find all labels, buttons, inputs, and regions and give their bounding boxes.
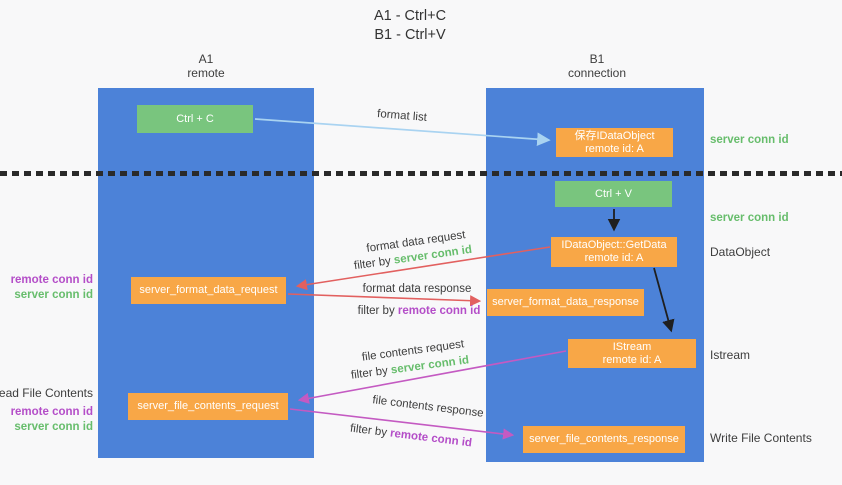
edge-label-filter-by-remote-conn-id-1: filter by remote conn id — [358, 305, 481, 317]
node-server-format-data-response: server_format_data_response — [487, 289, 644, 316]
node-istream: IStream remote id: A — [568, 339, 696, 368]
edge-label-format-list: format list — [376, 108, 428, 124]
ctrl-v-label: Ctrl + V — [595, 187, 632, 200]
remote-conn-id-label: remote conn id — [10, 406, 93, 418]
node-server-file-contents-response: server_file_contents_response — [523, 426, 685, 453]
server-conn-id-label: server conn id — [14, 421, 93, 433]
ctrl-c-label: Ctrl + C — [176, 112, 214, 125]
lane-a1-role: remote — [187, 66, 225, 80]
save-idataobject-remote-id: remote id: A — [585, 142, 644, 155]
write-file-contents-label: Write File Contents — [710, 431, 812, 445]
filter-by-text: filter by — [353, 255, 392, 273]
server-file-contents-response-label: server_file_contents_response — [529, 433, 679, 445]
filter-by-text: filter by — [350, 364, 389, 382]
server-format-data-request-label: server_format_data_request — [139, 284, 278, 296]
node-server-format-data-request: server_format_data_request — [131, 277, 286, 304]
left-conn-id-labels-format: remote conn id server conn id — [11, 273, 93, 303]
edge-label-file-contents-response: file contents response — [371, 394, 485, 420]
istream-remote-id: remote id: A — [602, 353, 662, 366]
lane-header-b1: B1 connection — [527, 52, 667, 80]
title-line-1: A1 - Ctrl+C — [373, 8, 447, 24]
left-conn-id-labels-file: remote conn id server conn id — [11, 405, 93, 435]
istream-label: IStream — [612, 340, 652, 353]
node-server-file-contents-request: server_file_contents_request — [128, 393, 288, 420]
edge-label-filter-by-remote-conn-id-2: filter by remote conn id — [349, 423, 472, 450]
save-idataobject-label: 保存IDataObject — [574, 129, 655, 142]
server-file-contents-request-label: server_file_contents_request — [137, 400, 279, 412]
getdata-label: IDataObject::GetData — [561, 239, 667, 251]
lane-b1-role: connection — [567, 66, 627, 80]
server-format-data-response-label: server_format_data_response — [492, 296, 639, 308]
node-idataobject-getdata: IDataObject::GetData remote id: A — [551, 237, 677, 267]
title-line-2: B1 - Ctrl+V — [374, 27, 446, 43]
format-data-response-arrow — [287, 293, 482, 307]
remote-conn-id-text: remote conn id — [389, 427, 473, 450]
server-conn-id-label-top: server conn id — [710, 134, 789, 146]
diagram-title: A1 - Ctrl+C B1 - Ctrl+V — [300, 7, 520, 45]
read-file-contents-label: Read File Contents — [0, 386, 93, 400]
edge-label-format-data-response: format data response — [362, 283, 472, 295]
dataobject-label: DataObject — [710, 245, 771, 259]
node-ctrl-c: Ctrl + C — [137, 105, 253, 133]
node-save-idataobject: 保存IDataObject remote id: A — [556, 128, 673, 157]
lane-b1-name: B1 — [589, 52, 605, 66]
getdata-remote-id: remote id: A — [584, 252, 644, 264]
server-conn-id-label-mid: server conn id — [710, 212, 789, 224]
remote-conn-id-text: remote conn id — [397, 305, 481, 317]
server-conn-id-label: server conn id — [14, 289, 93, 301]
filter-by-text: filter by — [357, 305, 395, 317]
filter-by-text: filter by — [349, 422, 388, 439]
lane-header-a1: A1 remote — [136, 52, 276, 80]
istream-side-label: Istream — [710, 348, 751, 362]
session-separator-dashed-line — [0, 171, 842, 176]
lane-a1-name: A1 — [198, 52, 214, 66]
node-ctrl-v: Ctrl + V — [555, 181, 672, 207]
remote-conn-id-label: remote conn id — [10, 274, 93, 286]
